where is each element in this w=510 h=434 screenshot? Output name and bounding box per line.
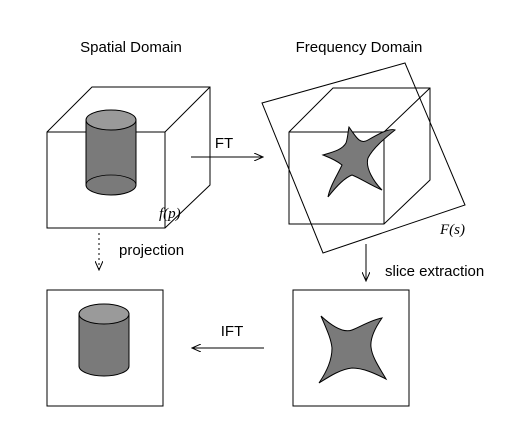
label-F-s: F(s) bbox=[439, 222, 465, 238]
label-ft: FT bbox=[215, 135, 233, 152]
label-slice-extraction: slice extraction bbox=[385, 263, 484, 280]
frequency-star-shape bbox=[321, 125, 396, 198]
spatial-cylinder bbox=[85, 109, 137, 196]
label-projection: projection bbox=[119, 242, 184, 259]
heading-frequency-domain: Frequency Domain bbox=[296, 39, 423, 56]
label-f-p: f(p) bbox=[159, 206, 181, 222]
slice-star-shape bbox=[318, 315, 388, 384]
heading-spatial-domain: Spatial Domain bbox=[80, 39, 182, 56]
projection-result-box bbox=[46, 289, 164, 407]
slice-plane bbox=[261, 62, 466, 254]
slice-result-box bbox=[292, 289, 410, 407]
label-ift: IFT bbox=[221, 323, 244, 340]
projected-cylinder bbox=[78, 303, 130, 377]
